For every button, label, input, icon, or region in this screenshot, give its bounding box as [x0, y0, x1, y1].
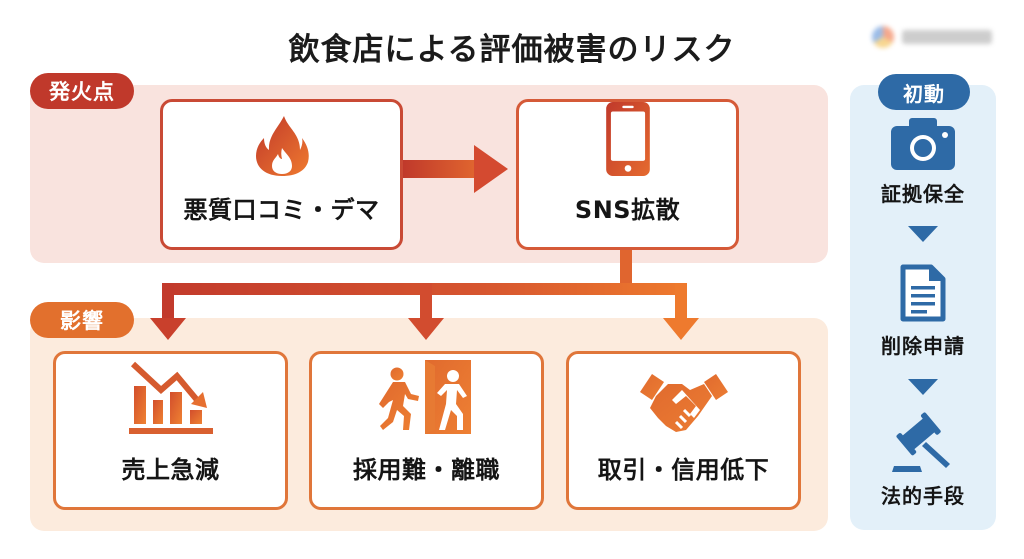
declining-chart-icon — [128, 361, 213, 434]
response-section-label: 初動 — [878, 74, 970, 110]
brand-logo — [868, 22, 998, 52]
down-arrow-icon — [908, 226, 938, 242]
fire-icon — [255, 116, 309, 176]
gavel-icon — [892, 412, 950, 472]
response-step-deletion-request: 削除申請 — [850, 264, 996, 359]
camera-icon — [891, 118, 955, 170]
response-step-label: 証拠保全 — [881, 182, 965, 206]
impact-section-label: 影響 — [30, 302, 134, 338]
response-step-label: 法的手段 — [881, 484, 965, 508]
person-exiting-icon — [378, 360, 471, 434]
response-step-legal-action: 法的手段 — [850, 410, 996, 509]
impact-card-sales-drop: 売上急減 — [53, 351, 288, 510]
origin-card-bad-reviews: 悪質口コミ・デマ — [160, 99, 403, 250]
page-title: 飲食店による評価被害のリスク — [288, 32, 736, 68]
response-step-evidence: 証拠保全 — [850, 118, 996, 207]
impact-card-hiring-difficulty: 採用難・離職 — [309, 351, 544, 510]
origin-card-label: 悪質口コミ・デマ — [183, 196, 380, 224]
impact-card-trust-decline: 取引・信用低下 — [566, 351, 801, 510]
brand-logo-icon — [872, 26, 894, 48]
down-arrow-icon — [908, 379, 938, 395]
origin-card-label: SNS拡散 — [574, 196, 681, 224]
smartphone-icon — [605, 102, 650, 176]
impact-card-label: 採用難・離職 — [353, 456, 500, 484]
impact-card-label: 売上急減 — [121, 456, 220, 484]
impact-card-label: 取引・信用低下 — [597, 456, 770, 484]
origin-card-sns-spread: SNS拡散 — [516, 99, 739, 250]
handshake-icon — [639, 374, 728, 432]
response-step-label: 削除申請 — [881, 334, 965, 358]
origin-section-label: 発火点 — [30, 73, 134, 109]
document-icon — [900, 264, 946, 322]
brand-logo-text — [902, 30, 992, 44]
